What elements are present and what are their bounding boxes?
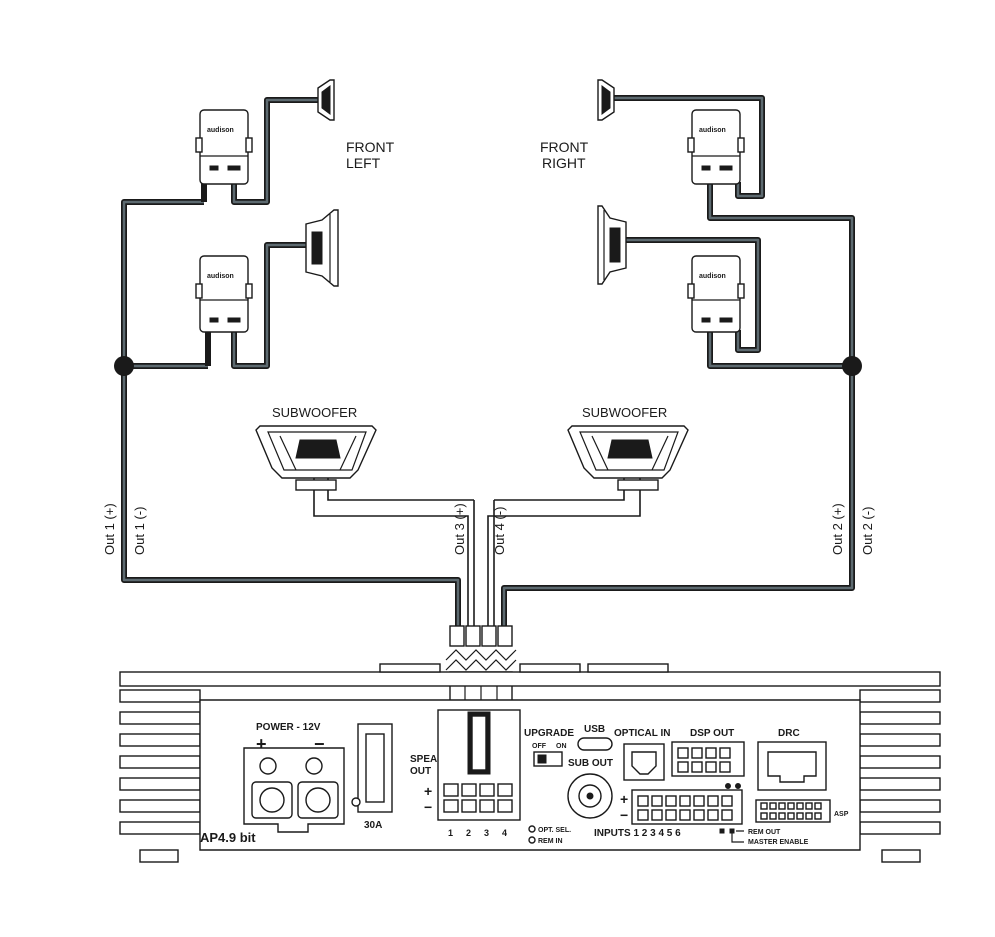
speaker-out-label-2: OUT [410,766,431,777]
asp-label: ASP [834,811,849,818]
speaker-wiring [114,95,862,628]
channel-3-label: 3 [484,828,489,838]
crossover-right-top: audison [687,109,745,185]
subwoofer-right: SUBWOOFER [567,405,689,491]
tweeter-left [317,79,335,121]
inputs-minus-label: − [620,807,628,823]
subwoofer-right-label: SUBWOOFER [582,405,667,420]
inputs-connector[interactable] [631,789,743,825]
zone-labels: FRONT LEFT FRONT RIGHT [346,139,589,171]
amplifier: POWER - 12V + − 30A SPEAK OUT + − [119,663,941,863]
speaker-output-connector [437,709,521,821]
wire-sub-right-b [494,476,625,501]
inputs-label: INPUTS 1 2 3 4 5 6 [594,828,681,839]
speaker-minus-label: − [424,799,432,815]
tweeter-right [597,79,615,121]
out1-pos-label: Out 1 (+) [102,503,117,555]
upgrade-label: UPGRADE [524,728,574,739]
wire-out2 [501,182,855,628]
sub-out-label: SUB OUT [568,758,613,769]
inputs-plus-label: + [620,791,628,807]
crossover-brand: audison [699,127,726,134]
wire-out1-core [122,200,460,628]
power-label: POWER - 12V [256,722,321,733]
crossover-right-bottom: audison [687,255,745,333]
rem-out-label: REM OUT [748,829,781,836]
junction-right [842,356,862,376]
output-labels: Out 1 (+) Out 1 (-) Out 2 (+) Out 2 (-) … [102,503,875,555]
heatsink-right [859,689,941,863]
out3-pos-label: Out 3 (+) [452,503,467,555]
crossover-left-bottom: audison [195,255,253,333]
dsp-out-port[interactable] [671,741,745,789]
amplifier-model-label: AP4.9 bit [200,830,256,845]
drc-port[interactable] [757,741,827,791]
crossover-brand: audison [699,273,726,280]
wire-out2-core [502,182,854,628]
front-right-label-2: RIGHT [542,155,586,171]
sub-out-rca[interactable] [567,773,613,819]
junction-left [114,356,134,376]
power-plus: + [256,734,267,754]
upgrade-switch[interactable] [533,751,563,767]
speaker-plug [445,625,517,711]
wire-sub-left-b [327,476,474,501]
crossover-brand: audison [207,127,234,134]
wire-sub-left-a [313,476,469,628]
crossover-brand: audison [207,273,234,280]
upgrade-on-label: ON [556,743,567,750]
subwoofer-left-label: SUBWOOFER [272,405,357,420]
heatsink-left [119,689,201,863]
asp-connector[interactable] [755,799,831,823]
power-minus: − [314,734,325,754]
subwoofer-left: SUBWOOFER [255,405,377,491]
out1-neg-label: Out 1 (-) [132,507,147,555]
upgrade-off-label: OFF [532,743,547,750]
woofer-left [305,209,339,287]
usb-label: USB [584,724,605,735]
crossover-left-top: audison [195,109,253,185]
out2-neg-label: Out 2 (-) [860,507,875,555]
master-enable-label: MASTER ENABLE [748,839,809,846]
optical-in-port[interactable] [623,743,665,781]
wire-right-xover-low [707,330,852,369]
dsp-out-label: DSP OUT [690,728,734,739]
channel-2-label: 2 [466,828,471,838]
optical-in-label: OPTICAL IN [614,728,670,739]
rem-in-label: REM IN [538,838,563,845]
fuse: 30A [351,723,393,831]
speaker-plus-label: + [424,783,432,799]
speaker-out-label-1: SPEAK [410,754,445,765]
woofer-right [597,205,627,285]
drc-label: DRC [778,728,800,739]
front-left-label-2: LEFT [346,155,381,171]
out2-pos-label: Out 2 (+) [830,503,845,555]
opt-sel-label: OPT. SEL. [538,827,571,834]
channel-1-label: 1 [448,828,453,838]
fuse-label: 30A [364,820,382,831]
power-terminal-block [243,747,345,833]
front-left-label-1: FRONT [346,139,395,155]
wire-sub-right-a [487,476,641,628]
front-right-label-1: FRONT [540,139,589,155]
out4-neg-label: Out 4 (-) [492,507,507,555]
channel-4-label: 4 [502,828,507,838]
usb-port[interactable] [577,737,613,751]
